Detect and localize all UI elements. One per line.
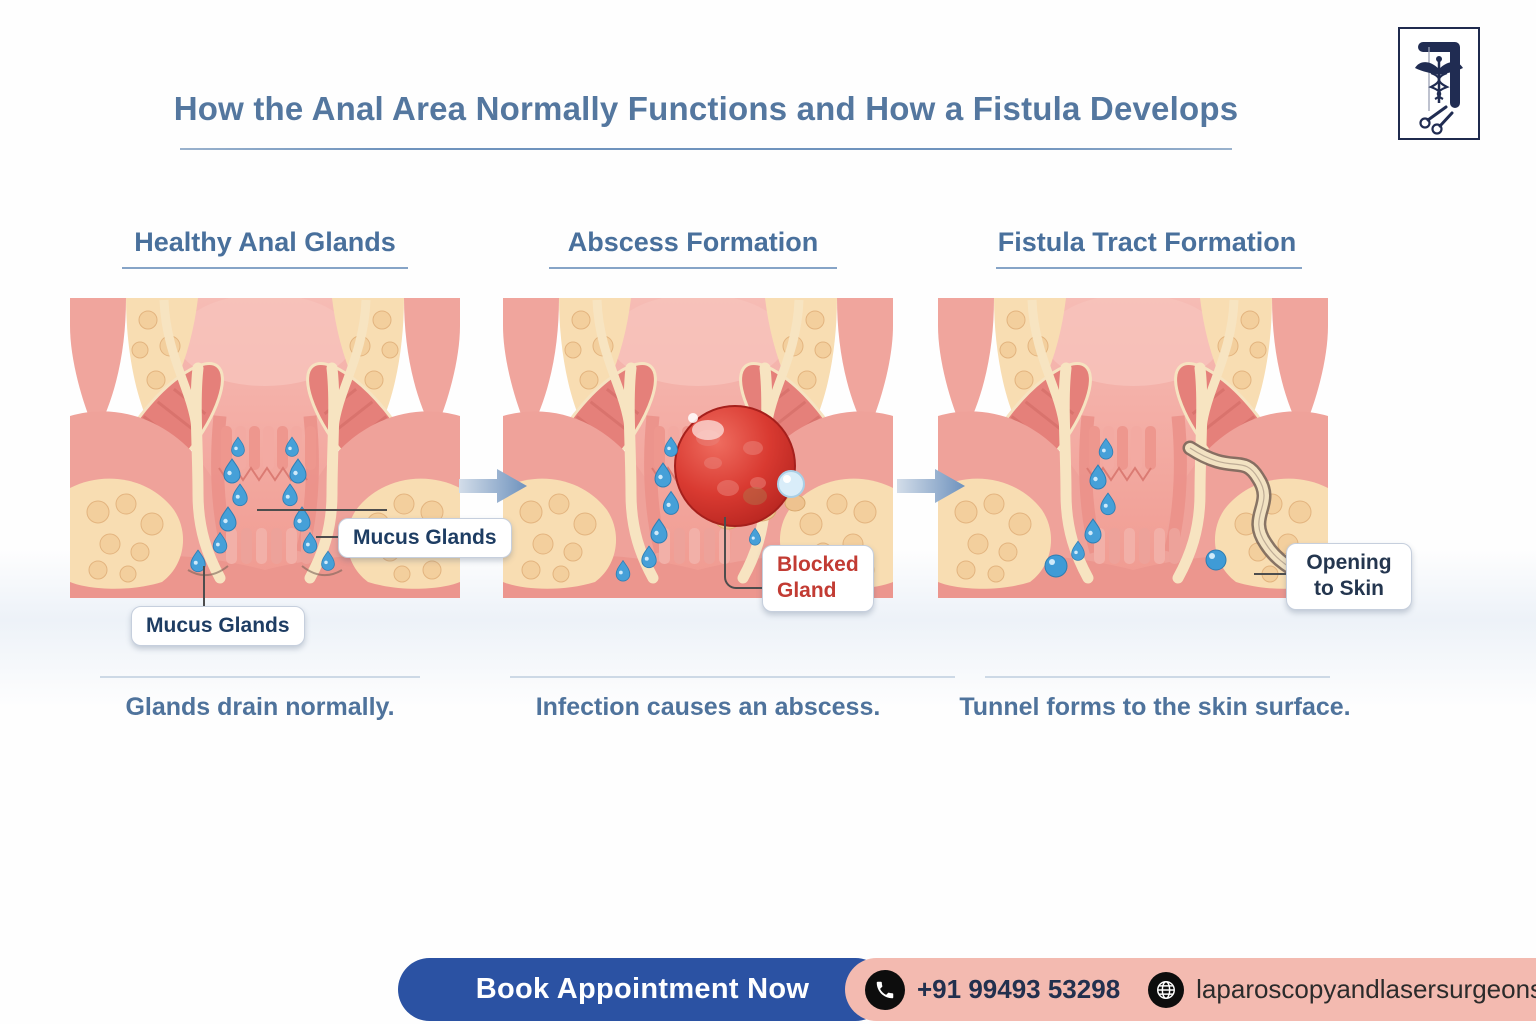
- heading-underline: [122, 267, 408, 269]
- contact-bar: +91 99493 53298 laparoscopyandlasersurge…: [845, 958, 1536, 1021]
- fistula-anatomy-illustration: [938, 298, 1328, 598]
- caption-divider: [510, 676, 955, 678]
- panel-heading-abscess: Abscess Formation: [567, 227, 819, 257]
- caption-fistula: Tunnel forms to the skin surface.: [959, 693, 1351, 721]
- panel-heading-healthy: Healthy Anal Glands: [134, 227, 396, 257]
- heading-underline: [996, 267, 1302, 269]
- caption-abscess: Infection causes an abscess.: [535, 693, 881, 721]
- mucus-droplets: [1044, 438, 1227, 578]
- clinic-logo: [1398, 27, 1480, 140]
- caduceus-icon: [1415, 41, 1463, 135]
- page-title: How the Anal Area Normally Functions and…: [173, 90, 1239, 127]
- book-appointment-label: Book Appointment Now: [475, 973, 810, 1005]
- flow-arrow-icon: [897, 469, 965, 503]
- caption-divider: [985, 676, 1330, 678]
- label-connector: [257, 509, 387, 511]
- label-connector: [316, 536, 340, 538]
- mucus-glands-label-right: Mucus Glands: [338, 518, 512, 559]
- title-underline: [180, 148, 1232, 150]
- panel-heading-fistula: Fistula Tract Formation: [997, 227, 1297, 257]
- opening-to-skin-label: Opening to Skin: [1286, 543, 1412, 610]
- phone-icon: [865, 969, 905, 1010]
- heading-underline: [549, 267, 837, 269]
- caption-healthy: Glands drain normally.: [125, 693, 395, 721]
- abscess-ball: [674, 405, 806, 530]
- label-connector: [724, 517, 762, 589]
- blocked-gland-label: Blocked Gland: [762, 545, 874, 612]
- label-connector: [1254, 573, 1288, 575]
- globe-icon: [1148, 971, 1185, 1008]
- label-connector: [203, 566, 205, 608]
- caption-divider: [100, 676, 420, 678]
- flow-arrow-icon: [459, 469, 527, 503]
- website-url[interactable]: laparoscopyandlasersurgeons.com: [1196, 974, 1536, 1004]
- mucus-glands-label-bottom: Mucus Glands: [131, 606, 305, 647]
- book-appointment-button[interactable]: Book Appointment Now: [398, 958, 887, 1021]
- healthy-anatomy-illustration: [70, 298, 460, 598]
- phone-number[interactable]: +91 99493 53298: [917, 974, 1121, 1004]
